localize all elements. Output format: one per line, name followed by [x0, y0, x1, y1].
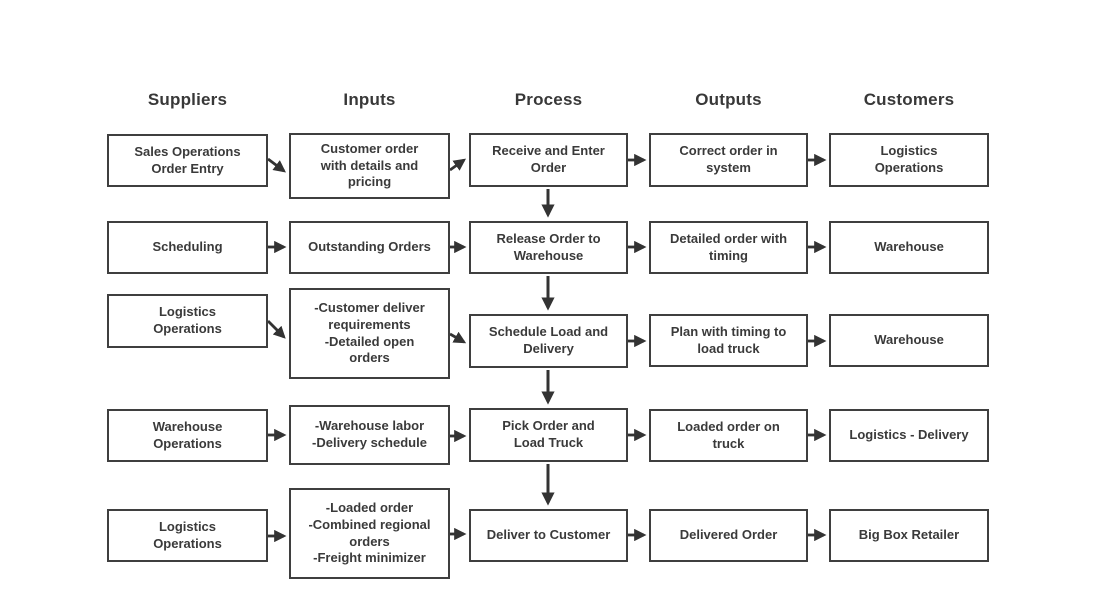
customer-box-row5: Big Box Retailer: [829, 509, 989, 562]
arrow-r3-input-process: [449, 331, 467, 344]
customer-box-row1: Logistics Operations: [829, 133, 989, 187]
customer-box-row4: Logistics - Delivery: [829, 409, 989, 462]
column-header-suppliers: Suppliers: [147, 90, 228, 109]
arrow-r1-input-process: [449, 158, 467, 172]
supplier-box-row4: Warehouse Operations: [107, 409, 268, 462]
process-box-row5: Deliver to Customer: [469, 509, 628, 562]
output-box-row2: Detailed order with timing: [649, 221, 808, 274]
input-box-row3: -Customer deliver requirements -Detailed…: [289, 288, 450, 379]
supplier-box-row2: Scheduling: [107, 221, 268, 274]
process-box-row1: Receive and Enter Order: [469, 133, 628, 187]
process-box-row2: Release Order to Warehouse: [469, 221, 628, 274]
process-box-row4: Pick Order and Load Truck: [469, 408, 628, 462]
supplier-box-row1: Sales Operations Order Entry: [107, 134, 268, 187]
input-box-row2: Outstanding Orders: [289, 221, 450, 274]
output-box-row1: Correct order in system: [649, 133, 808, 187]
input-box-row5: -Loaded order -Combined regional orders …: [289, 488, 450, 579]
customer-box-row2: Warehouse: [829, 221, 989, 274]
input-box-row1: Customer order with details and pricing: [289, 133, 450, 199]
arrow-r3-supplier-input: [267, 320, 286, 339]
output-box-row5: Delivered Order: [649, 509, 808, 562]
output-box-row4: Loaded order on truck: [649, 409, 808, 462]
output-box-row3: Plan with timing to load truck: [649, 314, 808, 367]
supplier-box-row3: Logistics Operations: [107, 294, 268, 348]
column-header-outputs: Outputs: [695, 90, 762, 109]
customer-box-row3: Warehouse: [829, 314, 989, 367]
column-header-inputs: Inputs: [343, 90, 396, 109]
process-box-row3: Schedule Load and Delivery: [469, 314, 628, 368]
input-box-row4: -Warehouse labor -Delivery schedule: [289, 405, 450, 465]
supplier-box-row5: Logistics Operations: [107, 509, 268, 562]
column-header-customers: Customers: [863, 90, 955, 109]
column-header-process: Process: [514, 90, 583, 109]
arrow-r1-supplier-input: [267, 157, 286, 173]
